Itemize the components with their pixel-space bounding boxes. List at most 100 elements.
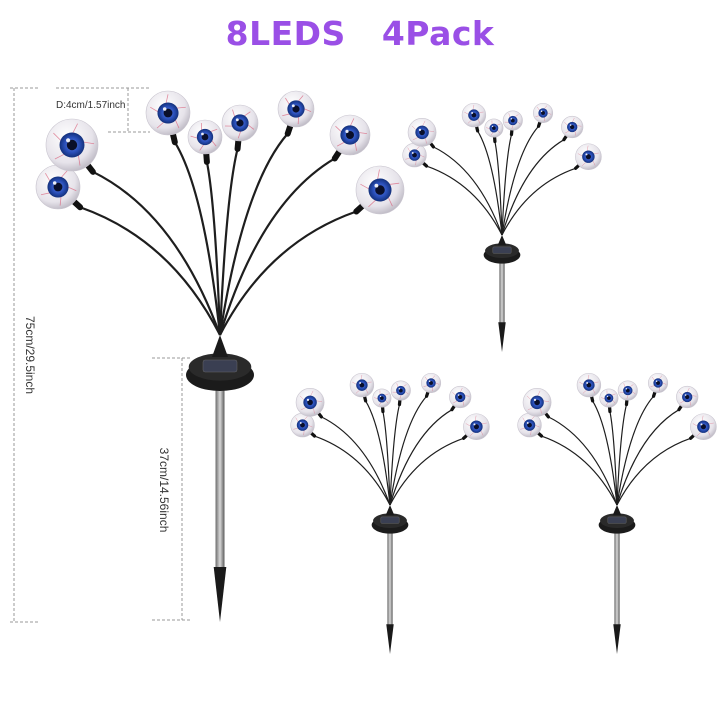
eye-pupil [375, 185, 385, 195]
eye-vein [572, 117, 575, 123]
eye-highlight [569, 124, 572, 126]
eye-pupil [398, 388, 403, 393]
eye-highlight [700, 423, 703, 426]
eye-vein [537, 106, 540, 111]
solar-eye-light [35, 90, 405, 622]
eye-vein [396, 383, 399, 388]
eye-vein [336, 141, 345, 147]
eye-vein [435, 382, 440, 385]
dimension-annotations: D:4cm/1.57inch 75cm/29.5inch 37cm/14.56i… [10, 87, 192, 623]
eye-pupil [570, 124, 575, 130]
eye-vein [496, 123, 501, 126]
branch-wire [389, 404, 401, 506]
eye-pupil [236, 119, 244, 127]
eye-vein [530, 430, 532, 436]
eye-vein [243, 111, 251, 117]
eye-vein [412, 137, 419, 141]
eye-vein [54, 153, 65, 160]
eye-pupil [534, 399, 540, 406]
eye-highlight [586, 382, 589, 384]
branch-wire [382, 411, 391, 506]
eye-highlight [379, 395, 382, 398]
eye-pupil [307, 399, 313, 406]
eye-highlight [291, 104, 295, 108]
eye-vein [544, 105, 548, 109]
eye-vein [474, 415, 477, 422]
eye-highlight [201, 132, 204, 136]
eye-vein [522, 417, 526, 423]
eye-vein [679, 392, 683, 396]
eye-vein [237, 130, 242, 139]
eye-vein [423, 385, 428, 387]
eye-vein [45, 173, 51, 182]
eye-pupil [685, 394, 690, 400]
eye-vein [53, 132, 62, 142]
eye-vein [60, 170, 68, 178]
eye-vein [477, 118, 481, 124]
eye-vein [623, 383, 626, 388]
eye-pupil [300, 422, 305, 428]
eye-vein [316, 400, 323, 402]
eye-vein [689, 400, 691, 406]
eye-vein [701, 415, 704, 422]
eye-pupil [53, 182, 63, 192]
stake [614, 525, 620, 627]
eye-pupil [527, 422, 532, 428]
eye-vein [582, 389, 587, 394]
eye-highlight [374, 183, 379, 188]
eye-vein [199, 144, 205, 151]
branch-wire [321, 416, 391, 506]
eye-vein [300, 407, 307, 411]
eye-vein [464, 111, 469, 115]
eye-vein [174, 119, 180, 129]
eye-vein [612, 399, 616, 404]
eye-vein [691, 395, 697, 397]
eye-highlight [299, 421, 302, 424]
eye-vein [297, 95, 304, 102]
eye-pupil [492, 126, 496, 130]
eye-vein [352, 381, 357, 385]
eye-highlight [457, 394, 460, 396]
eye-highlight [655, 380, 658, 382]
eye-vein [425, 137, 427, 144]
eye-vein [83, 141, 95, 145]
branch-hub [385, 505, 395, 516]
eye-vein [514, 114, 519, 117]
eye-vein [534, 424, 540, 428]
eye-vein [587, 374, 590, 380]
eye-vein [72, 123, 78, 134]
eye-vein [419, 154, 425, 158]
eye-vein [360, 374, 363, 380]
eye-vein [565, 130, 570, 134]
eye-highlight [526, 421, 529, 424]
branch-hub [497, 235, 507, 246]
branch-wire [501, 125, 540, 236]
eye-highlight [428, 380, 431, 382]
eye-vein [535, 115, 540, 117]
eye-vein [428, 130, 435, 132]
eye-vein [285, 97, 290, 105]
eye-vein [355, 389, 360, 394]
eye-vein [467, 119, 472, 124]
branch-wire [219, 210, 357, 336]
eye-pupil [380, 396, 384, 400]
eye-vein [486, 127, 490, 129]
eye-highlight [411, 151, 414, 154]
solar-panel [607, 516, 627, 524]
eye-pupil [292, 105, 300, 113]
eye-vein [453, 400, 458, 404]
eye-vein [432, 375, 436, 379]
eye-vein [472, 104, 475, 110]
solar-panel [380, 516, 400, 524]
eye-pupil [346, 131, 354, 139]
eye-vein [295, 417, 299, 423]
eye-pupil [585, 154, 591, 160]
branch-wire [365, 400, 391, 506]
eye-vein [405, 158, 411, 160]
eye-vein [708, 422, 714, 424]
branch-wire [173, 141, 222, 336]
eye-vein [67, 186, 77, 192]
eye-vein [508, 113, 511, 118]
eye-vein [611, 393, 616, 396]
